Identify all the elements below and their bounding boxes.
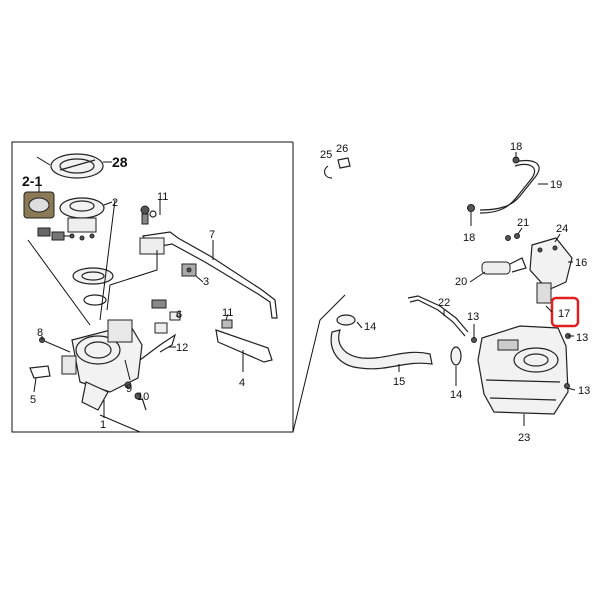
leader-13c [566, 387, 576, 391]
callout-10: 10 [137, 391, 149, 403]
callout-11-top: 11 [157, 191, 168, 203]
part-24-fuel-pump [529, 237, 573, 304]
part-3-clip [181, 263, 197, 277]
part-o-ring [72, 267, 114, 306]
part-11-bolt-lower [221, 319, 233, 329]
part-26-clamp [337, 157, 351, 169]
callout-7: 7 [209, 229, 215, 241]
part-spring [151, 299, 167, 309]
part-21-bolts [505, 233, 520, 241]
callout-13-b: 13 [576, 332, 588, 344]
leader-21 [517, 227, 523, 235]
callout-14-upper: 14 [364, 321, 376, 333]
callout-3: 3 [203, 276, 209, 288]
callout-4: 4 [239, 377, 245, 389]
part-8-bolt [39, 337, 71, 353]
part-22-hose [407, 295, 469, 337]
leader-17 [545, 305, 553, 313]
callout-15: 15 [393, 376, 405, 388]
leader-20 [469, 271, 486, 283]
callout-16: 16 [575, 257, 587, 269]
callout-13-c: 13 [578, 385, 590, 397]
callout-11-lower: 11 [222, 307, 233, 319]
callout-14-lower: 14 [450, 389, 462, 401]
leader-2-down [99, 199, 116, 321]
part-2-flange [59, 197, 105, 241]
leader-11b [225, 313, 229, 321]
callout-20: 20 [455, 276, 467, 288]
callout-19: 19 [550, 179, 562, 191]
callout-26: 26 [336, 143, 348, 155]
leader-24 [554, 233, 561, 243]
callout-2-1: 2-1 [22, 173, 42, 189]
callout-17[interactable]: 17 [558, 308, 570, 320]
frame-leader [99, 294, 346, 433]
leader-7-down [106, 250, 158, 311]
part-23-fuel-tank [477, 325, 569, 415]
part-25-clamp [323, 165, 333, 179]
callout-21: 21 [517, 217, 529, 229]
leader-2 [103, 201, 113, 206]
callout-28: 28 [112, 154, 128, 170]
part-4-plate [215, 329, 273, 363]
callout-13-a: 13 [467, 311, 479, 323]
part-14-ring [450, 346, 462, 366]
callout-1: 1 [100, 419, 106, 431]
callout-12: 12 [176, 342, 188, 354]
callout-6: 6 [176, 309, 182, 321]
part-20-filter [481, 257, 527, 275]
leader-5 [33, 377, 37, 393]
callout-5: 5 [30, 394, 36, 406]
part-9-10-bolts [124, 381, 147, 411]
part-13-clip-a [471, 337, 477, 343]
callout-23: 23 [518, 432, 530, 444]
part-13-clip-c [564, 383, 570, 389]
part-11-bolt-top [140, 205, 157, 225]
part-7-bracket [139, 231, 278, 319]
leader-9 [124, 359, 131, 381]
part-1-body [61, 319, 143, 411]
part-2-1-gasket [23, 191, 55, 219]
subassembly-frame [11, 141, 293, 433]
leader-2-assembly [27, 239, 91, 326]
leader-3 [195, 275, 204, 283]
part-18-fitting-left [467, 204, 475, 212]
callout-8: 8 [37, 327, 43, 339]
callout-22: 22 [438, 297, 450, 309]
leader-14a [356, 321, 363, 329]
leader-28b [36, 156, 51, 166]
part-19-fuel-line [479, 159, 540, 214]
callout-2: 2 [112, 197, 118, 209]
part-28-cap [50, 153, 104, 179]
callout-18-top: 18 [510, 141, 522, 153]
part-15-filler-hose [330, 314, 433, 370]
callout-9: 9 [126, 383, 132, 395]
screw-set-left [37, 227, 70, 241]
callout-18-left: 18 [463, 232, 475, 244]
callout-25: 25 [320, 149, 332, 161]
callout-24: 24 [556, 223, 568, 235]
part-6-bracket [154, 311, 181, 334]
part-5-clip [29, 365, 51, 379]
